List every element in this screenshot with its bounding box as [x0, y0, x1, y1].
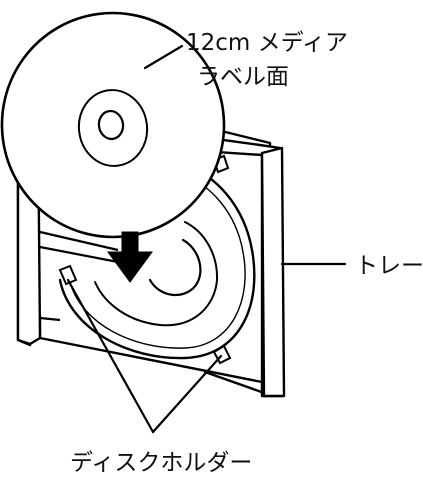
leader-line-media	[143, 44, 184, 70]
tray-rail-left-2	[39, 245, 119, 264]
tray-hub	[148, 238, 202, 297]
tray-rail-bottom	[39, 316, 61, 322]
label-disc-holder: ディスクホルダー	[70, 450, 252, 476]
seated-disc-rim-inner	[69, 175, 246, 349]
tray-right-post	[260, 146, 286, 398]
label-tray: トレー	[355, 253, 423, 279]
disc-holder-left	[58, 264, 78, 286]
leader-line-holder-right	[151, 354, 223, 434]
label-media: 12cm メディア	[186, 30, 348, 56]
leader-line-holder-left	[66, 278, 155, 434]
tray-rails	[39, 230, 119, 322]
tray-recess-ring	[94, 221, 219, 327]
leader-lines	[66, 44, 347, 434]
insert-arrow-icon	[107, 231, 153, 283]
label-label-side: ラベル面	[197, 64, 289, 90]
tray-rail-left	[39, 230, 119, 252]
media-disc-hole	[97, 109, 125, 141]
